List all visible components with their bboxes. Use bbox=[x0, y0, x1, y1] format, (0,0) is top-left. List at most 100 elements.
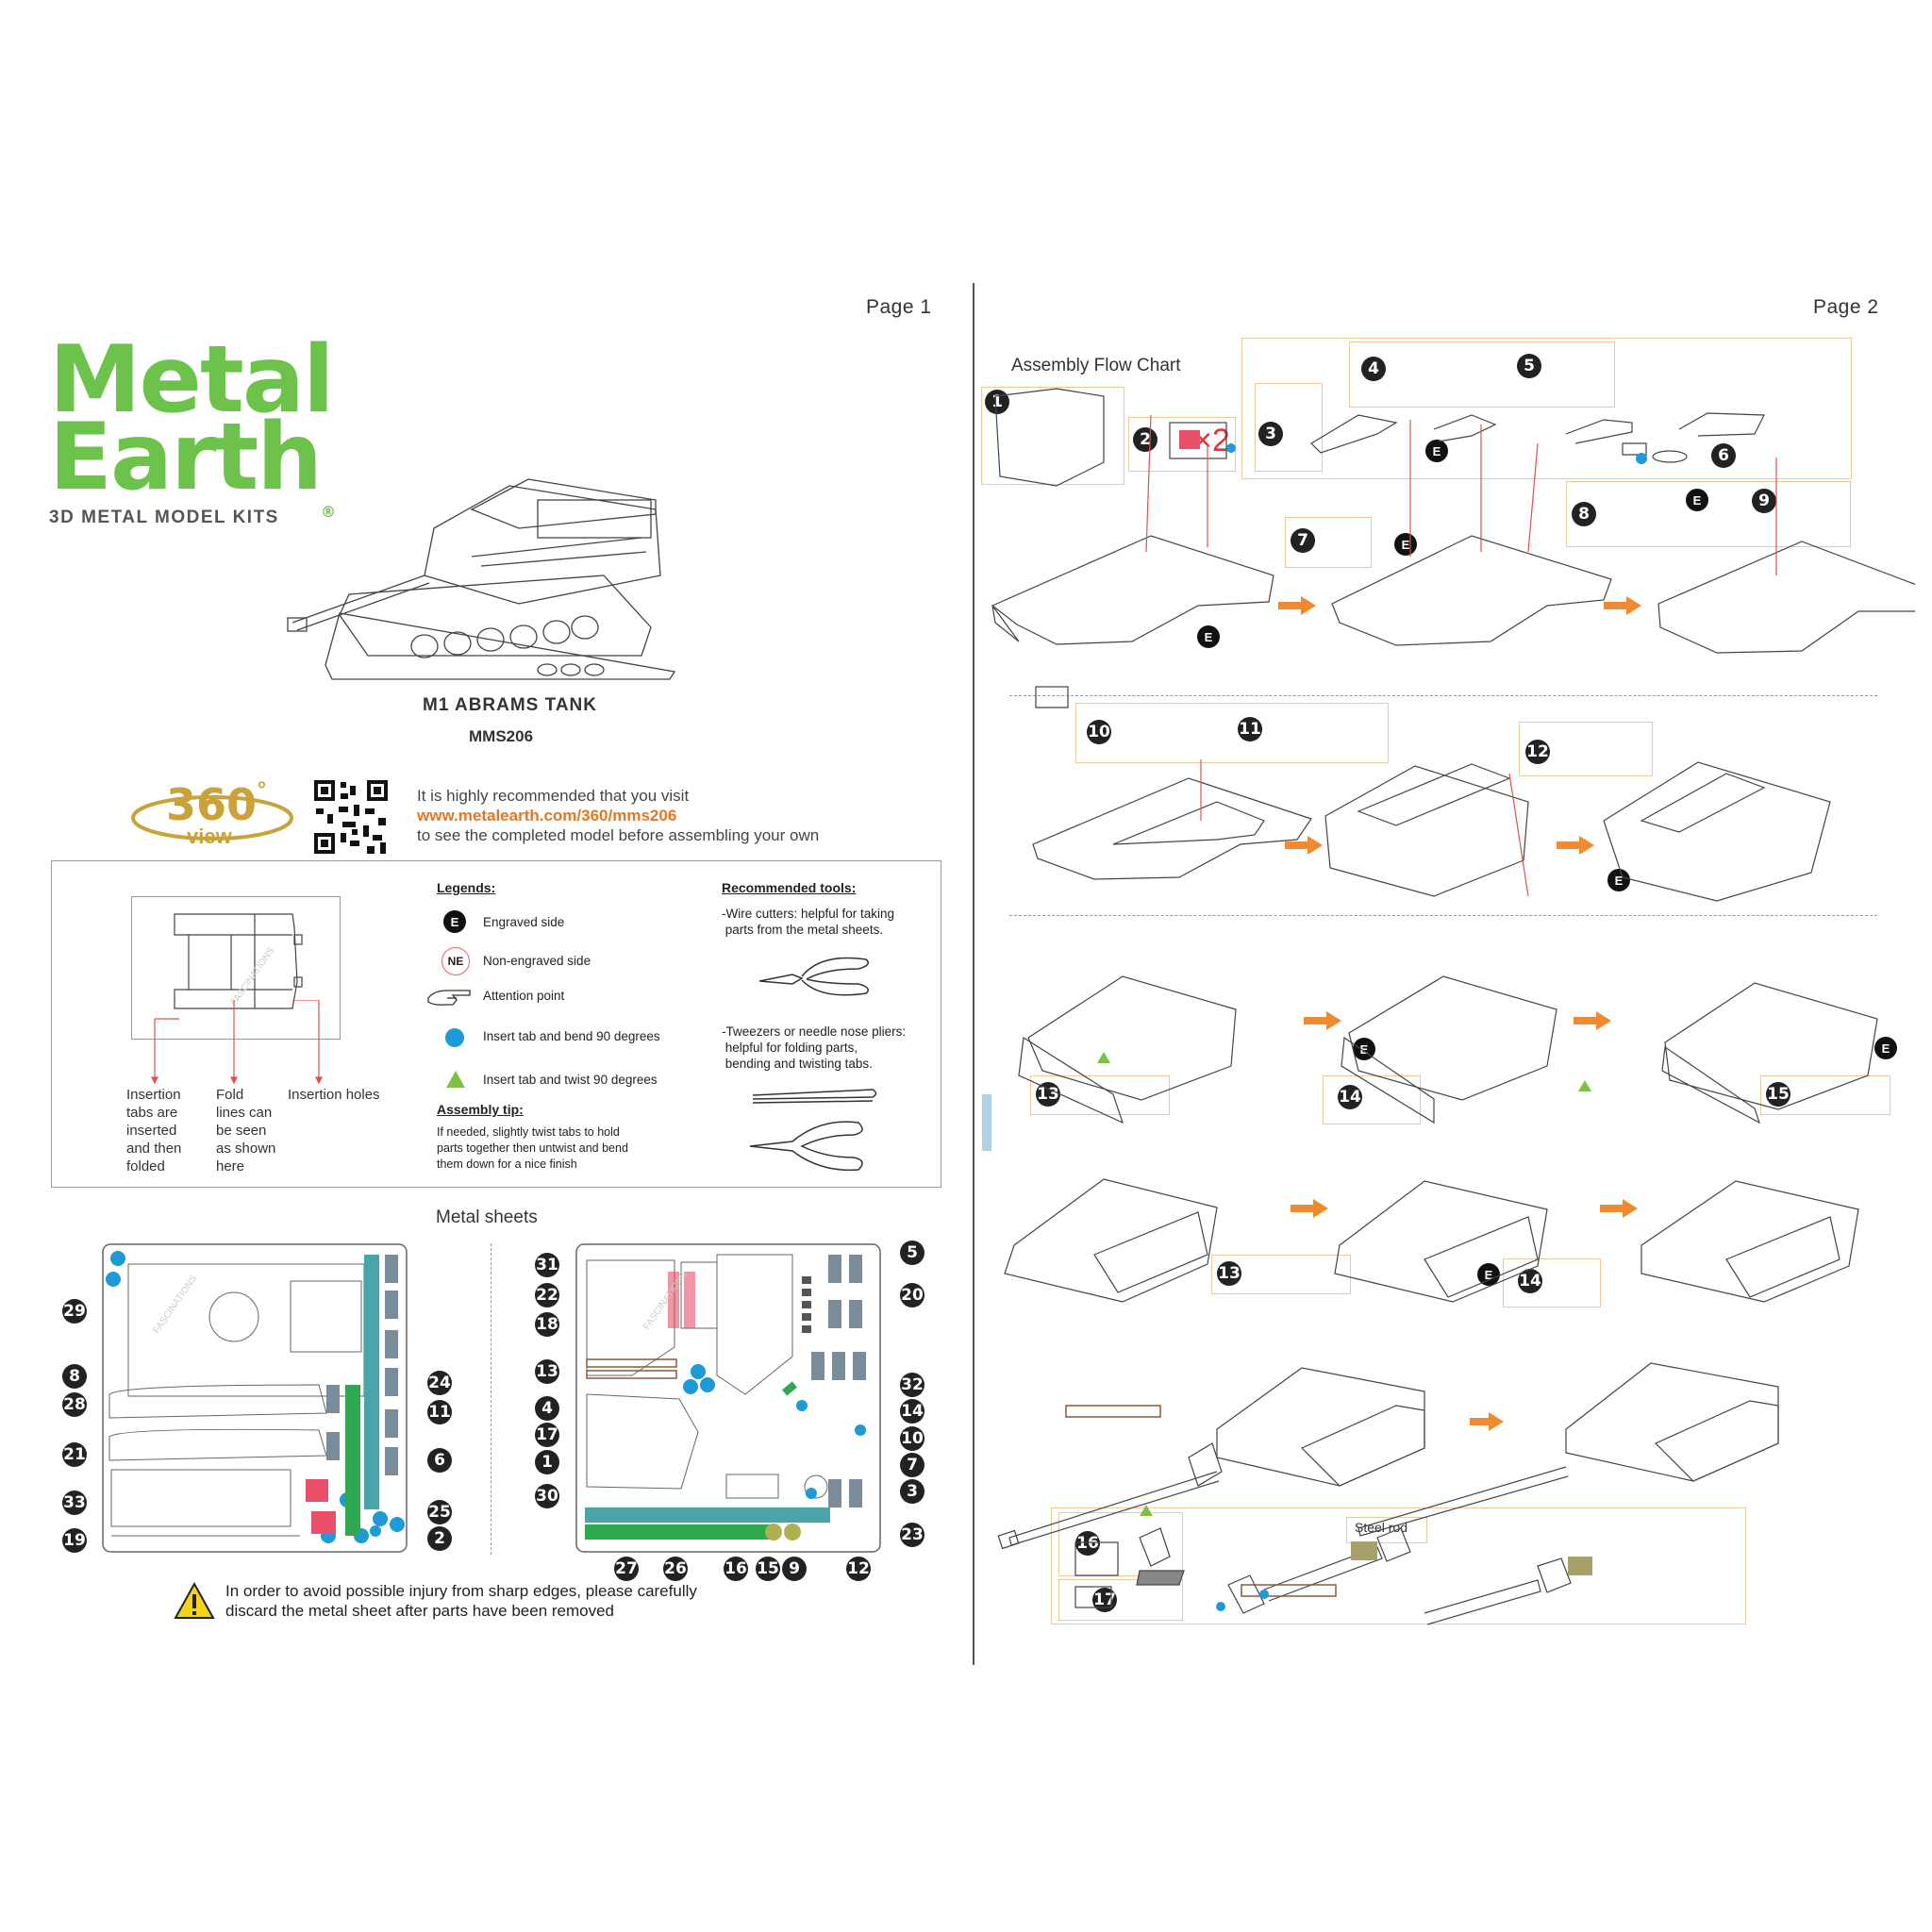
tweezers-pliers-icon bbox=[749, 1089, 877, 1172]
page-1-label: Page 1 bbox=[866, 296, 932, 318]
part-number-7: 7 bbox=[900, 1453, 924, 1477]
blue-dot-icon bbox=[445, 1028, 464, 1047]
insertion-tabs-label: Insertion tabs are inserted and then fol… bbox=[126, 1087, 182, 1174]
logo-line-1: Metal bbox=[49, 326, 335, 434]
flow-arrow bbox=[1285, 836, 1323, 855]
part-number-31: 31 bbox=[535, 1253, 559, 1277]
step-2-badge: 2 bbox=[1133, 427, 1158, 452]
part-number-11: 11 bbox=[427, 1400, 452, 1424]
step-14b-box bbox=[1503, 1258, 1601, 1307]
step-4-5-box bbox=[1349, 341, 1615, 408]
wire-cutters-icon bbox=[758, 957, 869, 996]
safety-warning: In order to avoid possible injury from s… bbox=[225, 1582, 697, 1620]
part-number-9: 9 bbox=[782, 1557, 807, 1581]
flow-arrow bbox=[1291, 1199, 1328, 1218]
legend-attention: Attention point bbox=[483, 989, 565, 1003]
metal-sheet-1: FASCINATIONS bbox=[102, 1243, 408, 1553]
part-number-26: 26 bbox=[663, 1557, 688, 1581]
page-2-label: Page 2 bbox=[1813, 296, 1879, 318]
step-1-badge: 1 bbox=[985, 390, 1009, 414]
part-number-17: 17 bbox=[535, 1423, 559, 1447]
360-url-link[interactable]: www.metalearth.com/360/mms206 bbox=[417, 807, 677, 824]
part-number-24: 24 bbox=[427, 1371, 452, 1395]
part-number-8: 8 bbox=[62, 1364, 87, 1389]
assembly-tip-heading: Assembly tip: bbox=[437, 1102, 524, 1117]
tools-heading: Recommended tools: bbox=[722, 880, 857, 895]
engraved-badge-icon: E bbox=[1197, 625, 1220, 648]
step-14-badge: 14 bbox=[1338, 1085, 1362, 1109]
part-number-1: 1 bbox=[535, 1450, 559, 1474]
step-17-box bbox=[1058, 1579, 1183, 1621]
part-number-14: 14 bbox=[900, 1399, 924, 1424]
flow-arrow bbox=[1600, 1199, 1638, 1218]
step-10-badge: 10 bbox=[1087, 720, 1111, 744]
legends-heading: Legends: bbox=[437, 880, 496, 895]
step-13-box bbox=[1030, 1075, 1170, 1115]
pointing-hand-icon bbox=[427, 990, 471, 1006]
step-1-box bbox=[981, 387, 1124, 485]
step-8-9-box bbox=[1566, 481, 1851, 547]
step-3-6-box bbox=[1241, 338, 1852, 479]
engraved-badge-icon: E bbox=[1607, 869, 1630, 891]
legend-non-engraved: Non-engraved side bbox=[483, 954, 591, 968]
part-number-5: 5 bbox=[900, 1241, 924, 1265]
steel-rod-label-box bbox=[1346, 1517, 1427, 1543]
step-14b-badge: 14 bbox=[1518, 1269, 1542, 1293]
insertion-holes-label: Insertion holes bbox=[288, 1087, 380, 1103]
fold-lines-label: Fold lines can be seen as shown here bbox=[216, 1087, 276, 1174]
svg-text:FASCINATIONS: FASCINATIONS bbox=[229, 945, 277, 1008]
flow-arrow bbox=[1574, 1011, 1611, 1030]
flow-arrow bbox=[1304, 1011, 1341, 1030]
step-15-badge: 15 bbox=[1766, 1082, 1790, 1107]
part-number-30: 30 bbox=[535, 1484, 559, 1508]
logo-subtitle: 3D METAL MODEL KITS bbox=[49, 508, 279, 527]
assembly-flow-drawings bbox=[982, 388, 1915, 1625]
warning-icon bbox=[174, 1582, 215, 1619]
metal-earth-logo: Metal Earth® 3D METAL MODEL KITS bbox=[49, 326, 336, 528]
instructions-box bbox=[51, 860, 941, 1188]
part-number-12: 12 bbox=[846, 1557, 871, 1581]
flow-separator-2 bbox=[1009, 915, 1877, 916]
diagram-leader-lines bbox=[151, 1000, 323, 1085]
step-5-badge: 5 bbox=[1517, 354, 1541, 378]
part-number-15: 15 bbox=[756, 1557, 780, 1581]
360-view-badge: 360° view bbox=[130, 775, 295, 851]
step-3-badge: 3 bbox=[1258, 422, 1283, 446]
tweezers-text: -Tweezers or needle nose pliers: helpful… bbox=[722, 1024, 907, 1071]
flow-arrow bbox=[1470, 1412, 1504, 1431]
metal-sheet-2: FASCINATIONS bbox=[575, 1243, 881, 1553]
part-number-3: 3 bbox=[900, 1479, 924, 1504]
step-16-badge: 16 bbox=[1075, 1531, 1100, 1556]
part-number-25: 25 bbox=[427, 1500, 452, 1524]
step-13b-badge: 13 bbox=[1217, 1261, 1241, 1286]
model-number: MMS206 bbox=[469, 727, 534, 745]
step-8-badge: 8 bbox=[1572, 502, 1596, 526]
assembly-flow-title: Assembly Flow Chart bbox=[1011, 356, 1181, 375]
part-number-18: 18 bbox=[535, 1312, 559, 1337]
step-7-box bbox=[1285, 517, 1372, 568]
step-6-badge: 6 bbox=[1711, 443, 1736, 468]
tank-illustration bbox=[287, 478, 676, 680]
part-number-32: 32 bbox=[900, 1373, 924, 1397]
part-number-16: 16 bbox=[724, 1557, 748, 1581]
engraved-badge-icon: E bbox=[1425, 440, 1448, 462]
step-17-badge: 17 bbox=[1092, 1588, 1117, 1612]
part-number-27: 27 bbox=[614, 1557, 639, 1581]
green-triangle-icon bbox=[446, 1071, 465, 1088]
step-12-box bbox=[1519, 722, 1653, 776]
barrel-assembly-box bbox=[1051, 1507, 1746, 1624]
logo-line-2: Earth® bbox=[49, 404, 336, 521]
engraved-badge-icon: E bbox=[1394, 533, 1417, 556]
part-number-19: 19 bbox=[62, 1528, 87, 1553]
step-13b-box bbox=[1211, 1255, 1351, 1294]
legend-bend: Insert tab and bend 90 degrees bbox=[483, 1029, 660, 1043]
part-number-20: 20 bbox=[900, 1283, 924, 1307]
legend-engraved: Engraved side bbox=[483, 915, 565, 929]
flow-arrow bbox=[1557, 836, 1594, 855]
step-4-badge: 4 bbox=[1361, 357, 1386, 381]
part-number-2: 2 bbox=[427, 1526, 452, 1551]
part-number-23: 23 bbox=[900, 1523, 924, 1547]
flow-arrow bbox=[1604, 596, 1641, 615]
assembly-tip-text: If needed, slightly twist tabs to hold p… bbox=[437, 1125, 628, 1171]
engraved-badge-icon: E bbox=[1477, 1263, 1500, 1286]
